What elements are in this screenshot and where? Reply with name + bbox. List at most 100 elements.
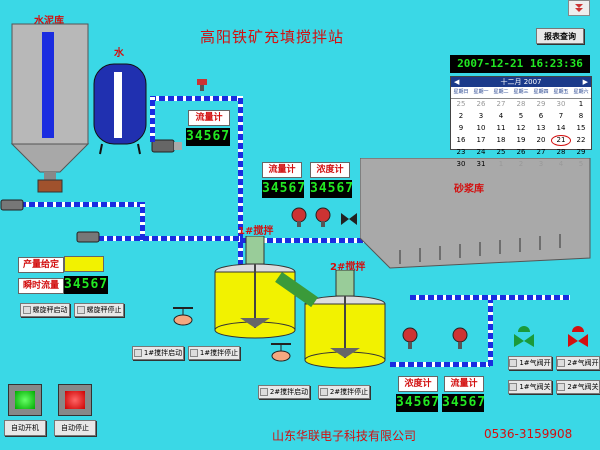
- auto-start-button[interactable]: 自动开机: [4, 420, 46, 436]
- calendar-day[interactable]: 13: [536, 124, 546, 132]
- calendar-day[interactable]: 20: [536, 136, 546, 144]
- weekday: 星期三: [513, 89, 529, 95]
- calendar-header: ◀ 十二月 2007 ▶: [451, 77, 591, 87]
- calendar-day[interactable]: 25: [456, 100, 466, 108]
- mixer-2-start-button[interactable]: 2#搅拌启动: [258, 385, 310, 399]
- calendar-day[interactable]: 27: [536, 148, 546, 156]
- calendar-day[interactable]: 4: [558, 160, 564, 168]
- motor-icon: [0, 199, 24, 211]
- mixer-2-stop-button[interactable]: 2#搅拌停止: [318, 385, 370, 399]
- density-sensor-icon: [291, 207, 307, 227]
- calendar-day[interactable]: 3: [478, 112, 484, 120]
- calendar-day[interactable]: 10: [476, 124, 486, 132]
- mixer-1-start-button[interactable]: 1#搅拌启动: [132, 346, 184, 360]
- valve-1-open-button[interactable]: 1#气阀开: [508, 356, 552, 370]
- calendar-day[interactable]: 21: [551, 135, 571, 146]
- valve-1-close-button[interactable]: 1#气阀关: [508, 380, 552, 394]
- calendar-day[interactable]: 15: [576, 124, 586, 132]
- calendar-day[interactable]: 19: [516, 136, 526, 144]
- calendar-day[interactable]: 31: [476, 160, 486, 168]
- water-pipe: [150, 96, 155, 142]
- calendar-day[interactable]: 26: [516, 148, 526, 156]
- calendar-day[interactable]: 22: [576, 136, 586, 144]
- flow-meter-2-value: 34567: [262, 180, 307, 198]
- valve-2-open-button[interactable]: 2#气阀开: [556, 356, 600, 370]
- calendar-day[interactable]: 28: [516, 100, 526, 108]
- button-icon: [509, 359, 518, 367]
- weekday: 星期日: [453, 89, 469, 95]
- calendar-day[interactable]: 1: [498, 160, 504, 168]
- valve-2-close-button[interactable]: 2#气阀关: [556, 380, 600, 394]
- auto-stop-button[interactable]: 自动停止: [54, 420, 96, 436]
- water-tank: [93, 63, 147, 155]
- flow-meter-2-label: 流量计: [262, 162, 302, 178]
- calendar-day[interactable]: 5: [578, 160, 584, 168]
- calendar-day[interactable]: 9: [458, 124, 464, 132]
- density-meter-2-label: 浓度计: [398, 376, 438, 392]
- calendar-day[interactable]: 11: [496, 124, 506, 132]
- flow-meter-3-value: 34567: [442, 394, 487, 412]
- water-flow-label: 流量计: [188, 110, 230, 126]
- button-icon: [319, 388, 328, 396]
- calendar-day[interactable]: 17: [476, 136, 486, 144]
- auto-stop-indicator[interactable]: [58, 384, 92, 416]
- button-icon: [557, 383, 566, 391]
- flow-meter-3-label: 流量计: [444, 376, 484, 392]
- calendar-next-icon[interactable]: ▶: [582, 78, 588, 86]
- calendar-day[interactable]: 14: [556, 124, 566, 132]
- calendar-day[interactable]: 8: [578, 112, 584, 120]
- datetime-display: 2007-12-21 16:23:36: [450, 55, 590, 73]
- motor-icon: [76, 231, 100, 243]
- calendar-day[interactable]: 29: [576, 148, 586, 156]
- pneumatic-valve-1-icon: [514, 326, 534, 347]
- calendar-day[interactable]: 5: [518, 112, 524, 120]
- calendar-day[interactable]: 28: [556, 148, 566, 156]
- density-sensor-icon: [315, 207, 331, 227]
- calendar-day[interactable]: 29: [536, 100, 546, 108]
- calendar-day[interactable]: 23: [456, 148, 466, 156]
- button-icon: [76, 306, 85, 314]
- calendar-day[interactable]: 6: [538, 112, 544, 120]
- scroll-down-icon[interactable]: [568, 0, 590, 16]
- calendar-day[interactable]: 25: [496, 148, 506, 156]
- weekday: 星期二: [493, 89, 509, 95]
- calendar-day[interactable]: 26: [476, 100, 486, 108]
- button-label: 1#气阀开: [519, 359, 551, 367]
- button-label: 1#搅拌启动: [143, 349, 183, 357]
- calendar-prev-icon[interactable]: ◀: [454, 78, 460, 86]
- calendar-day[interactable]: 16: [456, 136, 466, 144]
- calendar-day[interactable]: 2: [518, 160, 524, 168]
- calendar-day[interactable]: 24: [476, 148, 486, 156]
- screw-stop-button[interactable]: 螺旋秤停止: [74, 303, 124, 317]
- calendar-day[interactable]: 30: [456, 160, 466, 168]
- slurry-tank: [360, 158, 591, 269]
- calendar-day[interactable]: 30: [556, 100, 566, 108]
- calendar-day[interactable]: 7: [558, 112, 564, 120]
- button-label: 螺旋秤停止: [86, 306, 122, 314]
- water-label: 水: [114, 48, 124, 59]
- outlet-pipe: [488, 300, 493, 366]
- calendar-day[interactable]: 3: [538, 160, 544, 168]
- calendar-day[interactable]: 4: [498, 112, 504, 120]
- calendar-day[interactable]: 27: [496, 100, 506, 108]
- screw-conveyor-pipe: [20, 202, 140, 207]
- screw-start-button[interactable]: 螺旋秤启动: [20, 303, 70, 317]
- output-setpoint-input[interactable]: [64, 256, 104, 272]
- calendar-day[interactable]: 1: [578, 100, 584, 108]
- calendar-day[interactable]: 2: [458, 112, 464, 120]
- mixer-2-tank: [304, 270, 386, 369]
- instant-flow-label: 瞬时流量: [18, 278, 64, 294]
- button-icon: [133, 349, 142, 357]
- pneumatic-valve-2-icon: [568, 326, 588, 347]
- output-setpoint-label: 产量给定: [18, 257, 64, 273]
- red-light-icon: [65, 391, 85, 409]
- mixer-1-label: 1#搅拌: [238, 226, 274, 237]
- calendar-day[interactable]: 12: [516, 124, 526, 132]
- instant-flow-value: 34567: [64, 276, 109, 294]
- calendar-day[interactable]: 18: [496, 136, 506, 144]
- report-query-button[interactable]: 报表查询: [536, 28, 584, 44]
- auto-start-indicator[interactable]: [8, 384, 42, 416]
- mixer-1-stop-button[interactable]: 1#搅拌停止: [188, 346, 240, 360]
